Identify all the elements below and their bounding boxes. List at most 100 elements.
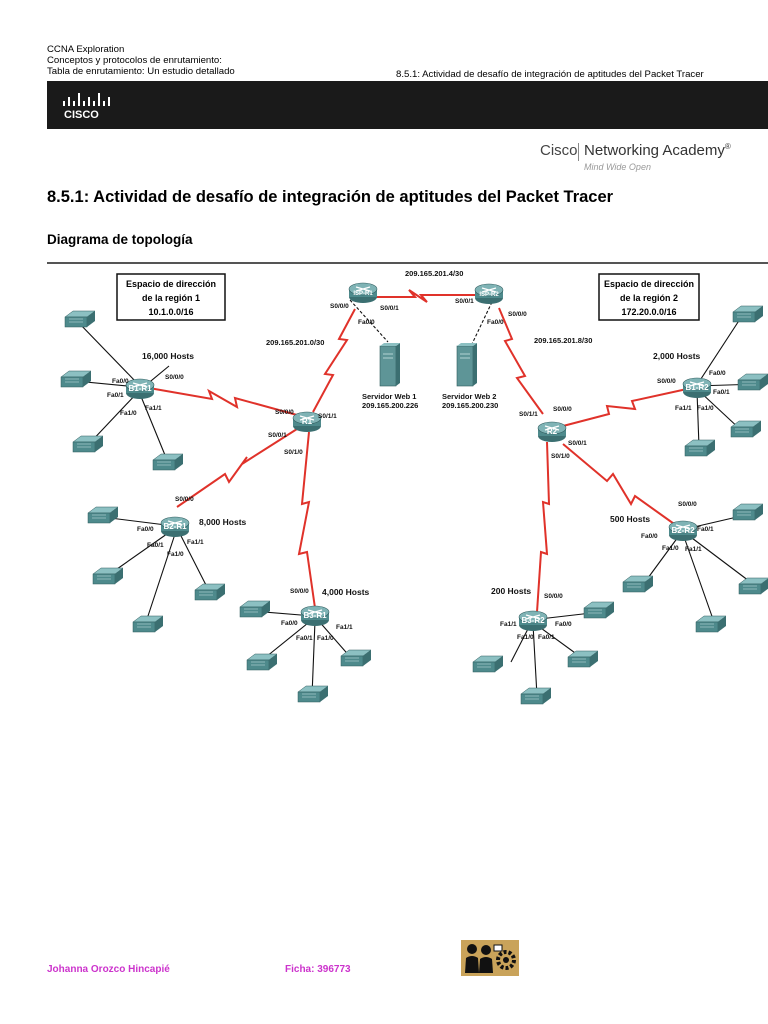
label-isp-r1-r1: 209.165.201.0/30 — [266, 338, 324, 347]
cisco-banner: CISCO — [47, 81, 768, 129]
section-subtitle: Diagrama de topología — [47, 232, 193, 247]
svg-text:Fa0/1: Fa0/1 — [713, 389, 730, 396]
link-b2r2-r2 — [562, 443, 678, 527]
link-b3r1-r1 — [297, 431, 316, 609]
svg-text:Fa0/0: Fa0/0 — [487, 319, 504, 326]
serial-links — [148, 289, 688, 613]
hosts-b3-r1: 4,000 Hosts — [322, 587, 370, 597]
switch-icon[interactable] — [520, 687, 552, 705]
switch-icon[interactable] — [194, 583, 226, 601]
region2-line1: Espacio de dirección — [604, 279, 694, 289]
region2-line3: 172.20.0.0/16 — [621, 307, 676, 317]
topology-diagram: Espacio de dirección de la región 1 10.1… — [60, 269, 768, 705]
course-name: CCNA Exploration — [47, 44, 125, 55]
svg-text:S0/1/0: S0/1/0 — [284, 449, 303, 456]
link-b1r2-r2 — [562, 388, 688, 427]
svg-text:Fa0/1: Fa0/1 — [147, 542, 164, 549]
svg-text:Fa0/1: Fa0/1 — [697, 526, 714, 533]
label-r2: R2 — [547, 427, 558, 436]
label-isp-r2-r2: 209.165.201.8/30 — [534, 336, 592, 345]
switch-icon[interactable] — [622, 575, 654, 593]
svg-text:Fa1/0: Fa1/0 — [697, 405, 714, 412]
switch-icon[interactable] — [730, 420, 762, 438]
svg-text:Fa0/1: Fa0/1 — [538, 634, 555, 641]
svg-text:Fa1/0: Fa1/0 — [662, 545, 679, 552]
svg-text:Fa1/1: Fa1/1 — [145, 405, 162, 412]
web-server-2-icon[interactable] — [456, 342, 478, 387]
switch-icon[interactable] — [92, 567, 124, 585]
svg-text:S0/0/0: S0/0/0 — [508, 311, 527, 318]
label-b2-r2: B2-R2 — [671, 526, 695, 535]
cisco-logo-icon: CISCO — [63, 93, 110, 120]
switch-icon[interactable] — [152, 453, 184, 471]
ethernet-links — [74, 299, 761, 697]
label-b3-r1: B3-R1 — [303, 611, 327, 620]
svg-text:Fa0/0: Fa0/0 — [112, 378, 129, 385]
link-b3r2-r2 — [536, 441, 551, 613]
label-r1: R1 — [302, 417, 313, 426]
academy-tagline: Mind Wide Open — [584, 162, 651, 172]
svg-text:Fa1/0: Fa1/0 — [517, 634, 534, 641]
label-b1-r2: B1-R2 — [685, 383, 709, 392]
region2-box: Espacio de dirección de la región 2 172.… — [598, 273, 700, 321]
label-b1-r1: B1-R1 — [128, 384, 152, 393]
network-labels: 209.165.201.4/30 209.165.201.0/30 209.16… — [266, 269, 592, 410]
svg-text:Fa1/1: Fa1/1 — [675, 405, 692, 412]
people-gear-icon — [461, 940, 519, 976]
svg-text:Fa1/0: Fa1/0 — [167, 551, 184, 558]
topology-top-rule — [47, 262, 768, 264]
router-labels: ISP-R1 ISP-R2 R1 R2 B1-R1 B2-R1 B3-R1 B1… — [128, 291, 709, 625]
web-server-1-icon[interactable] — [379, 342, 401, 387]
switch-icon[interactable] — [737, 373, 768, 391]
svg-text:S0/0/0: S0/0/0 — [553, 406, 572, 413]
label-isp-r2: ISP-R2 — [479, 292, 499, 298]
svg-text:Fa0/0: Fa0/0 — [709, 370, 726, 377]
link-b1r1-r1 — [148, 387, 298, 416]
svg-text:S0/0/0: S0/0/0 — [275, 409, 294, 416]
svg-text:S0/1/1: S0/1/1 — [318, 413, 337, 420]
label-web1-ip: 209.165.200.226 — [362, 401, 418, 410]
svg-text:S0/0/0: S0/0/0 — [330, 303, 349, 310]
switch-icon[interactable] — [732, 503, 764, 521]
svg-text:Fa0/0: Fa0/0 — [137, 526, 154, 533]
region1-line2: de la región 1 — [142, 293, 200, 303]
academy-name: Networking Academy® — [584, 142, 731, 159]
svg-text:S0/0/0: S0/0/0 — [165, 374, 184, 381]
label-isp-link: 209.165.201.4/30 — [405, 269, 463, 278]
label-b2-r1: B2-R1 — [163, 522, 187, 531]
svg-text:S0/1/0: S0/1/0 — [551, 453, 570, 460]
switch-icon[interactable] — [738, 577, 768, 595]
hosts-b2-r1: 8,000 Hosts — [199, 517, 247, 527]
switch-icon[interactable] — [472, 655, 504, 673]
region1-line3: 10.1.0.0/16 — [148, 307, 193, 317]
switch-icon[interactable] — [695, 615, 727, 633]
svg-text:S0/1/1: S0/1/1 — [519, 411, 538, 418]
svg-text:S0/0/1: S0/0/1 — [568, 440, 587, 447]
switch-icon[interactable] — [87, 506, 119, 524]
svg-text:S0/0/0: S0/0/0 — [175, 496, 194, 503]
switch-icon[interactable] — [64, 310, 96, 328]
svg-text:S0/0/0: S0/0/0 — [678, 501, 697, 508]
switch-icon[interactable] — [684, 439, 716, 457]
page-title: 8.5.1: Actividad de desafío de integraci… — [47, 188, 614, 206]
svg-text:Fa0/0: Fa0/0 — [555, 621, 572, 628]
activity-reference: 8.5.1: Actividad de desafío de integraci… — [396, 69, 704, 80]
label-web2-name: Servidor Web 2 — [442, 392, 496, 401]
switch-icon[interactable] — [583, 601, 615, 619]
switch-icon[interactable] — [567, 650, 599, 668]
link-isp-r2-r2 — [498, 307, 544, 415]
switch-icon[interactable] — [732, 305, 764, 323]
switch-icon[interactable] — [132, 615, 164, 633]
svg-text:S0/0/0: S0/0/0 — [290, 588, 309, 595]
switch-icon[interactable] — [340, 649, 372, 667]
svg-text:S0/0/1: S0/0/1 — [268, 432, 287, 439]
switch-icon[interactable] — [239, 600, 271, 618]
switch-icon[interactable] — [72, 435, 104, 453]
switch-icon[interactable] — [60, 370, 92, 388]
switch-icon[interactable] — [246, 653, 278, 671]
svg-text:Fa1/1: Fa1/1 — [500, 621, 517, 628]
svg-text:S0/0/1: S0/0/1 — [455, 298, 474, 305]
svg-text:Fa0/1: Fa0/1 — [107, 392, 124, 399]
footer-ficha: Ficha: 396773 — [285, 964, 351, 975]
switch-icon[interactable] — [297, 685, 329, 703]
